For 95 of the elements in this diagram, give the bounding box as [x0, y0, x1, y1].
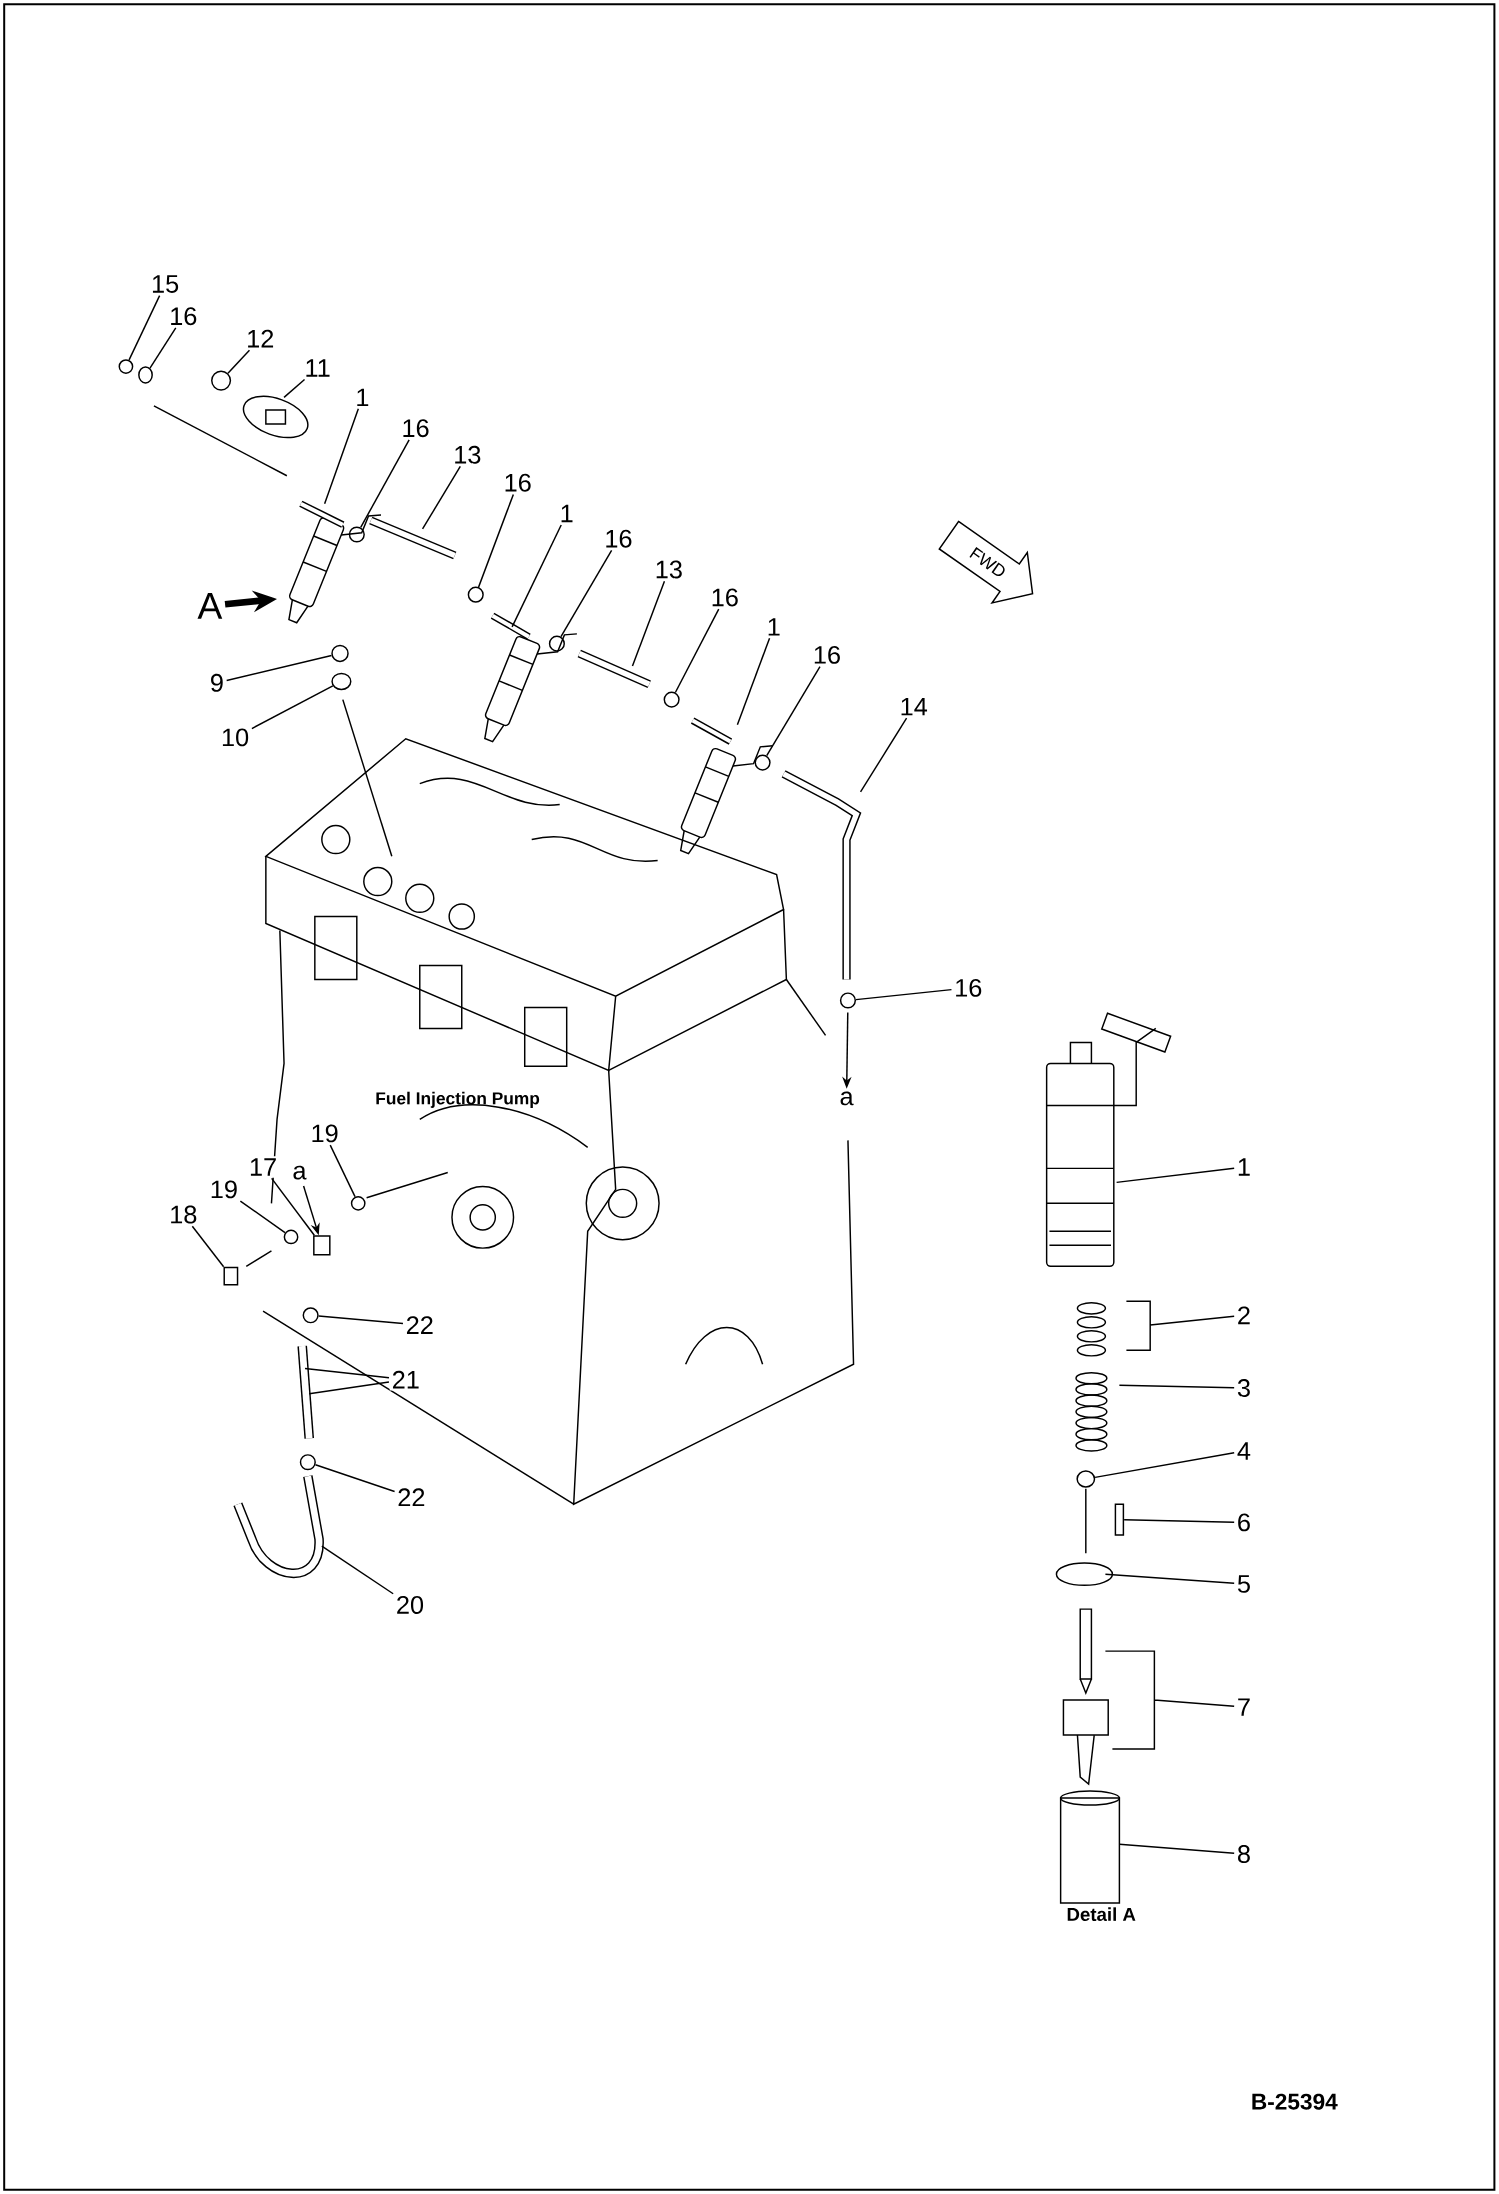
leader-line [283, 378, 306, 399]
leader-line [329, 1144, 356, 1198]
callout-number: 20 [394, 1594, 427, 1616]
clamp [299, 1454, 317, 1471]
callout-number: 8 [1235, 1843, 1254, 1865]
leader-line [560, 549, 613, 638]
callout-number: 16 [501, 471, 534, 494]
washer [331, 644, 349, 663]
callout-number: 18 [167, 1203, 200, 1226]
clamp [549, 635, 566, 652]
callout-number: 16 [811, 643, 844, 666]
leader-line [239, 1200, 286, 1234]
leader-line [766, 665, 821, 757]
clamp [840, 992, 857, 1009]
callout-number: 1 [764, 616, 784, 638]
connection-label: a [290, 1163, 309, 1182]
callout-number: 16 [952, 976, 985, 999]
clamp [467, 586, 484, 603]
leader-line [855, 988, 953, 1001]
callout-number: 4 [1235, 1440, 1254, 1462]
direction-label: FWD [969, 547, 1005, 577]
callout-number: 10 [219, 726, 252, 749]
pin [1114, 1503, 1125, 1536]
callout-number: 1 [557, 502, 576, 525]
leader-line [308, 1381, 390, 1395]
leader-line [1125, 1300, 1236, 1351]
nut [211, 370, 232, 391]
washer [283, 1229, 299, 1245]
callout-number: 15 [149, 273, 182, 295]
callout-number: 16 [708, 586, 742, 609]
callout-number: 9 [208, 671, 227, 694]
callout-number: 5 [1235, 1573, 1254, 1595]
leader-line [1104, 1573, 1236, 1584]
bolt-head [223, 1266, 239, 1286]
leader-line [1116, 1167, 1236, 1184]
leader-line [860, 717, 908, 793]
leader-line [422, 465, 462, 530]
callout-number: 17 [247, 1156, 280, 1178]
callout-number: 19 [208, 1178, 241, 1201]
callout-number: 12 [244, 327, 277, 350]
leader-line [128, 294, 161, 361]
clamp [754, 754, 771, 771]
clamp [138, 366, 154, 384]
callout-number: 2 [1235, 1304, 1254, 1327]
callout-number: 7 [1235, 1696, 1254, 1718]
leader-line [360, 439, 411, 529]
leader-line [736, 637, 771, 726]
joint [313, 1235, 331, 1256]
leader-line [227, 349, 251, 374]
connection-label: a [837, 1089, 856, 1108]
leader-line [1094, 1452, 1236, 1479]
leader-line [318, 1315, 404, 1325]
leader-line [1118, 1384, 1236, 1389]
callout-number: 22 [395, 1486, 428, 1509]
callout-number: 3 [1235, 1377, 1254, 1399]
detail-label: Detail A [1067, 1907, 1136, 1922]
leader-line [304, 1367, 390, 1379]
leader-line [674, 608, 720, 694]
drawing-number: B-25394 [1252, 2093, 1338, 2110]
callout-number: 13 [451, 443, 484, 466]
leader-line [324, 408, 360, 505]
leader-line [251, 685, 334, 730]
leader-line [631, 580, 666, 667]
leader-line [511, 524, 563, 628]
spring-seat [1076, 1470, 1096, 1488]
leader-line [226, 654, 333, 682]
washer [331, 672, 352, 691]
callout-number: 1 [353, 386, 372, 409]
view-label: A [195, 591, 225, 621]
callout-number: 21 [389, 1368, 423, 1391]
callout-number: 13 [652, 558, 686, 581]
clamp [302, 1307, 319, 1324]
clamp [663, 691, 680, 708]
leader-line [271, 1177, 316, 1236]
leader-line [1118, 1843, 1236, 1854]
callout-number: 16 [602, 527, 635, 550]
callout-number: 11 [302, 357, 333, 379]
leader-line [321, 1545, 395, 1595]
leader-line [314, 1464, 396, 1493]
callout-number: 16 [167, 305, 200, 328]
leader-line [149, 327, 177, 369]
pump-label: Fuel Injection Pump [376, 1091, 540, 1108]
washer [351, 1195, 366, 1211]
callout-number: 22 [403, 1314, 437, 1336]
leader-line [1104, 1650, 1236, 1750]
leader-line [478, 493, 515, 588]
callout-number: 6 [1235, 1511, 1254, 1534]
callout-number: 14 [897, 695, 930, 718]
callout-number: 1 [1235, 1156, 1254, 1178]
clamp [348, 526, 366, 543]
leader-line [191, 1225, 225, 1268]
leader-line [1123, 1518, 1236, 1523]
cap [118, 359, 134, 374]
callout-number: 16 [399, 417, 432, 440]
callout-number: 19 [308, 1122, 341, 1145]
